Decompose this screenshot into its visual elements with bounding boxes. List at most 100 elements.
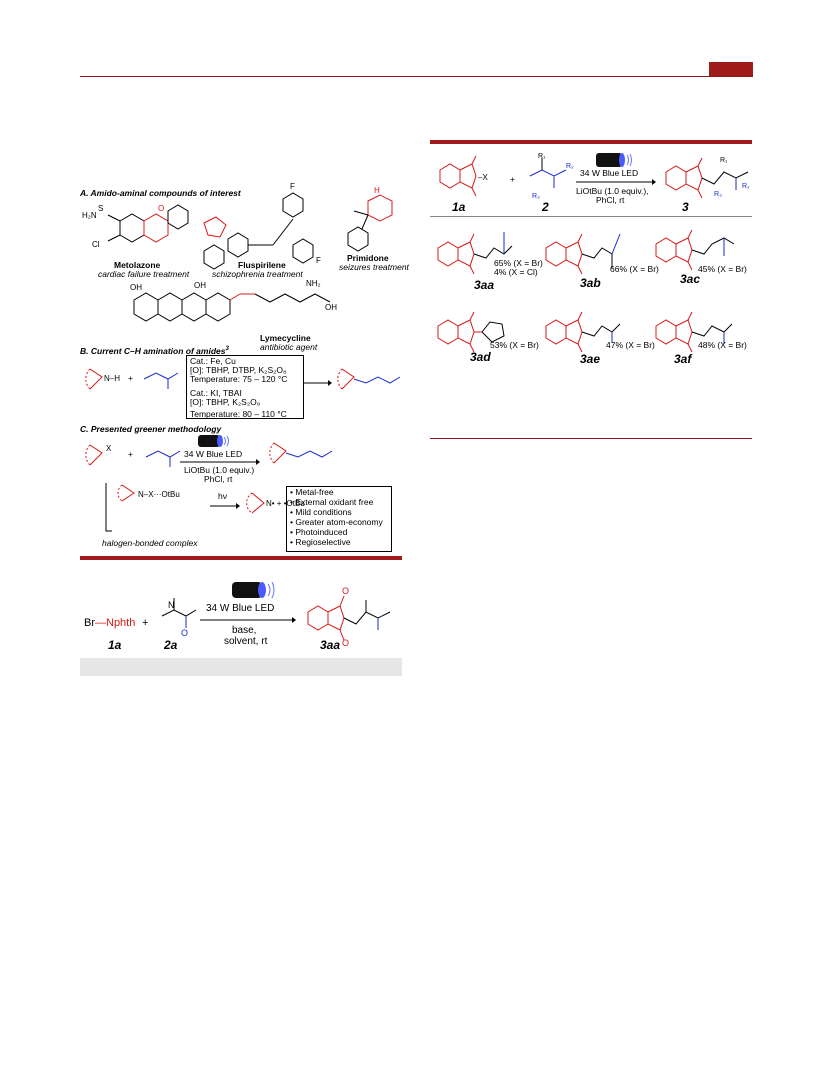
feature-6-text: Regioselective [295, 537, 351, 547]
phthalimide-reactant-1a: –X [439, 155, 488, 197]
reaction-arrow-opt [200, 617, 296, 623]
plus-sign-b: + [128, 373, 133, 383]
svg-text:OH: OH [130, 283, 142, 292]
opt-label-2a: 2a [164, 638, 178, 652]
svg-text:R₁: R₁ [538, 153, 546, 160]
svg-text:–X: –X [478, 173, 488, 182]
svg-text:F: F [290, 182, 295, 191]
header-rule [80, 76, 753, 77]
reaction-arrow-c [180, 459, 260, 465]
blue-led-icon-scope [596, 153, 632, 167]
c-led: 34 W Blue LED [184, 449, 243, 459]
yield-3ad: 53% (X = Br) [490, 340, 539, 350]
scope-general-scheme: –X + R₁ R₂ R₃ 34 W Blue LED LiOtBu (1.0 … [430, 148, 752, 216]
yield-3aa-cl: 4% (X = Cl) [494, 267, 538, 277]
plus-sign-c: + [128, 449, 133, 459]
label-3ae: 3ae [580, 352, 601, 366]
scope-label-3: 3 [682, 200, 689, 214]
label-3ad: 3ad [470, 350, 491, 364]
aminal-product-c [269, 442, 333, 464]
feature-4-text: Greater atom-economy [295, 517, 383, 527]
mechanism-bracket: N–X···OtBu [105, 483, 180, 532]
yield-3ab: 66% (X = Br) [610, 264, 659, 274]
scope-top-rule [430, 140, 752, 144]
svg-text:N–X···OtBu: N–X···OtBu [138, 490, 180, 499]
svg-text:F: F [316, 256, 321, 265]
current-temp-2: Temperature: 80 – 110 °C [190, 409, 287, 419]
yield-3aa: 65% (X = Br) [494, 258, 543, 268]
opt-led: 34 W Blue LED [206, 603, 275, 614]
fluspirilene-name: Fluspirilene [238, 260, 286, 270]
imide-reactant-b: N–H [85, 368, 120, 390]
primidone-use: seizures treatment [339, 262, 409, 272]
svg-text:O: O [181, 628, 188, 638]
product-structure-3aa [437, 232, 513, 275]
mechanism-arrow-hv [210, 503, 240, 509]
current-cat-2: Cat.: KI, TBAI [190, 388, 242, 398]
metolazone-use: cardiac failure treatment [98, 269, 190, 279]
feature-1-text: Metal-free [295, 487, 334, 497]
product-structure-3ac [655, 229, 735, 271]
scope-divider [430, 216, 752, 217]
product-structure-3: R₁ R₃ R₂ [665, 157, 750, 199]
svg-text:OH: OH [194, 281, 206, 290]
opt-label-1a: 1a [108, 638, 122, 652]
feature-3: • Mild conditions [290, 507, 352, 517]
c-base: LiOtBu (1.0 equiv.) [184, 465, 255, 475]
svg-text:N• + •OtBu: N• + •OtBu [266, 499, 305, 508]
svg-text:R₃: R₃ [714, 191, 722, 198]
fluspirilene-use: schizophrenia treatment [212, 269, 303, 279]
scope-solvent: PhCl, rt [596, 195, 625, 205]
svg-text:NH₂: NH₂ [306, 279, 321, 288]
scope-product-grid: 65% (X = Br) 4% (X = Cl) 3aa 66% (X = Br… [430, 220, 752, 370]
svg-text:Cl: Cl [92, 240, 100, 249]
amide-reactant-c [145, 450, 181, 467]
svg-text:N–H: N–H [104, 374, 120, 383]
feature-1: • Metal-free [290, 487, 334, 497]
product-structure-3aa-opt: O O [307, 586, 391, 648]
dma-structure-2a: N O [161, 598, 197, 638]
opt-reagent-1a: Br—Nphth [84, 617, 136, 629]
scope-base: LiOtBu (1.0 equiv.), [576, 186, 649, 196]
product-structure-3ad [437, 311, 505, 353]
feature-6: • Regioselective [290, 537, 351, 547]
scope-label-2: 2 [542, 200, 549, 214]
feature-5-text: Photoinduced [295, 527, 348, 537]
scheme-a-title: A. Amido-aminal compounds of interest [80, 188, 241, 198]
feature-5: • Photoinduced [290, 527, 348, 537]
svg-text:R₂: R₂ [742, 183, 750, 190]
lymecycline-name: Lymecycline [260, 333, 311, 343]
blue-led-icon-c [198, 435, 229, 447]
current-oxidant-1: [O]: TBHP, DTBP, K₂S₂O₈ [190, 365, 287, 375]
features-box [286, 486, 392, 552]
current-oxidant-2: [O]: TBHP, K₂S₂O₈ [190, 397, 261, 407]
yield-3ac: 45% (X = Br) [698, 264, 747, 274]
opt-base: base, [232, 625, 257, 636]
figure-bottom-rule [80, 556, 402, 560]
scheme-c-title: C. Presented greener methodology [80, 424, 222, 434]
opt-solvent: solvent, rt [224, 636, 268, 647]
c-solvent: PhCl, rt [204, 474, 233, 484]
opt-label-3aa: 3aa [320, 638, 341, 652]
header-page-tab [709, 62, 753, 76]
lymecycline-use: antibiotic agent [260, 342, 318, 352]
scope-label-1a: 1a [452, 200, 466, 214]
scheme-b-ref: 3 [225, 346, 229, 352]
current-cat-1: Cat.: Fe, Cu [190, 356, 236, 366]
yield-3ae: 47% (X = Br) [606, 340, 655, 350]
scope-led: 34 W Blue LED [580, 168, 639, 178]
yield-3af: 48% (X = Br) [698, 340, 747, 350]
label-3ac: 3ac [680, 272, 701, 286]
amide-reactant-2: R₁ R₂ R₃ [529, 153, 574, 200]
svg-text:O: O [342, 638, 349, 648]
feature-3-text: Mild conditions [295, 507, 352, 517]
table-header-bar [80, 658, 402, 676]
blue-led-icon-opt [232, 581, 275, 599]
opt-plus: + [142, 617, 149, 629]
scope-bottom-rule [430, 438, 752, 439]
feature-2: • External oxidant free [290, 497, 374, 507]
c-hv: hν [218, 491, 227, 501]
primidone-name: Primidone [347, 253, 389, 263]
primidone-structure: H [347, 186, 393, 252]
metolazone-name: Metolazone [114, 260, 161, 270]
